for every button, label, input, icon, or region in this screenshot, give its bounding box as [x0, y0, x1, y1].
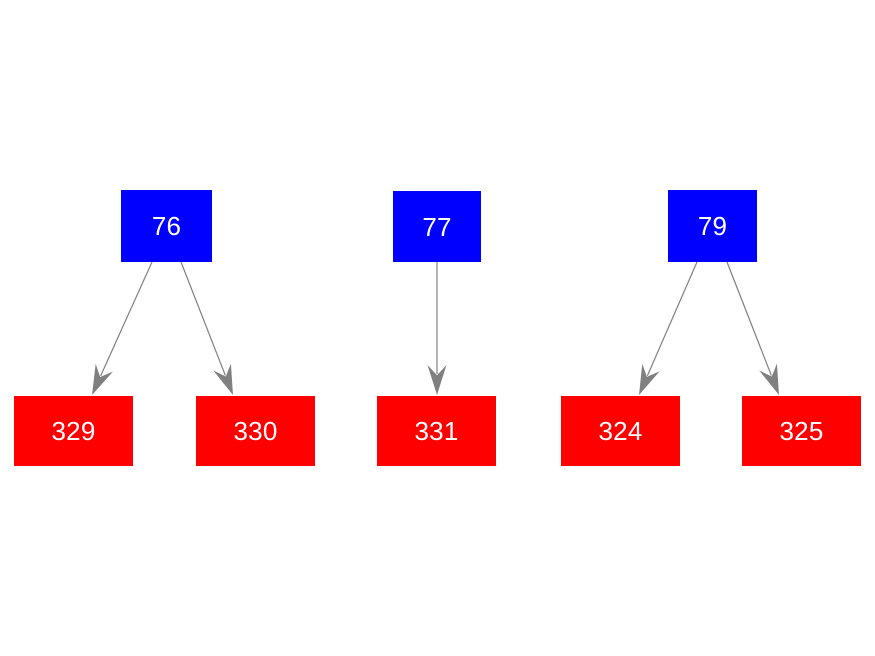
edge-arrowhead-icon: [639, 363, 660, 395]
graph-node-330[interactable]: 330: [196, 396, 315, 466]
edge-line: [180, 261, 226, 376]
graph-edge: [726, 261, 779, 395]
graph-edge: [180, 261, 233, 395]
graph-node-label: 79: [697, 211, 728, 241]
graph-node-77[interactable]: 77: [393, 191, 481, 262]
edge-line: [726, 261, 772, 376]
edge-line: [100, 261, 153, 377]
graph-node-325[interactable]: 325: [742, 396, 861, 466]
graph-edge: [92, 261, 153, 395]
graph-node-329[interactable]: 329: [14, 396, 133, 466]
graph-edge: [427, 262, 447, 395]
graph-node-label: 325: [779, 416, 824, 446]
edge-arrowhead-icon: [92, 363, 113, 395]
graph-node-label: 331: [414, 416, 459, 446]
edge-arrowhead-icon: [213, 363, 233, 395]
edge-arrowhead-icon: [759, 363, 779, 395]
graph-node-label: 330: [233, 416, 278, 446]
graph-node-324[interactable]: 324: [561, 396, 680, 466]
graph-node-label: 324: [598, 416, 643, 446]
graph-edge: [639, 261, 698, 395]
graph-node-79[interactable]: 79: [668, 190, 757, 262]
graph-node-label: 77: [422, 211, 452, 242]
graph-node-label: 329: [51, 416, 96, 446]
graph-node-331[interactable]: 331: [377, 396, 496, 466]
graph-node-76[interactable]: 76: [121, 190, 212, 262]
edge-arrowhead-icon: [427, 365, 447, 395]
graph-node-label: 76: [151, 211, 182, 241]
edge-line: [646, 261, 698, 376]
